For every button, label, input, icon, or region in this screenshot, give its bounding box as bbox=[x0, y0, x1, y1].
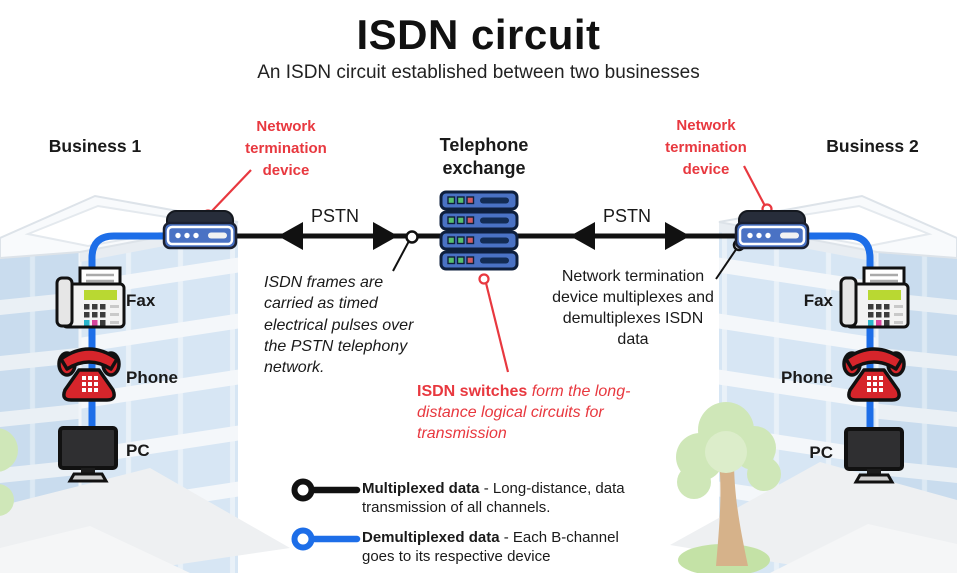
desktop-monitor-icon-left bbox=[58, 426, 118, 483]
legend-item-multiplexed: Multiplexed data - Long-distance, data t… bbox=[362, 479, 630, 517]
legend-item-demultiplexed: Demultiplexed data - Each B-channel goes… bbox=[362, 528, 650, 566]
tree-small-icon bbox=[0, 428, 18, 516]
fax-machine-icon-left bbox=[55, 266, 126, 329]
red-telephone-icon-right bbox=[842, 347, 906, 402]
network-termination-label-right: Network termination device bbox=[665, 117, 747, 178]
demultiplexed-cable-right bbox=[800, 232, 874, 432]
page-subtitle: An ISDN circuit established between two … bbox=[257, 62, 700, 83]
frames-callout-line bbox=[392, 230, 419, 272]
demultiplexed-legend-key-icon bbox=[291, 527, 361, 551]
fax-machine-icon-right bbox=[839, 266, 910, 329]
legend-description: - Long-distance, data transmission of al… bbox=[362, 480, 625, 517]
red-telephone-icon-left bbox=[57, 347, 121, 402]
isdn-frames-annotation: ISDN frames are carried as timed electri… bbox=[264, 274, 414, 377]
switches-callout-line bbox=[478, 273, 510, 373]
pavement-left bbox=[0, 468, 290, 573]
pstn-label-right: PSTN bbox=[602, 206, 651, 226]
multiplexed-line-right bbox=[512, 222, 742, 250]
phone-label-right: Phone bbox=[781, 368, 833, 387]
legend-term: Demultiplexed data bbox=[362, 529, 500, 546]
pc-label-right: PC bbox=[809, 443, 833, 462]
pc-label-left: PC bbox=[126, 441, 150, 460]
tree-icon bbox=[676, 402, 781, 573]
multiplexed-legend-key-icon bbox=[291, 478, 361, 502]
business-1-label: Business 1 bbox=[48, 136, 142, 156]
legend-description: - Each B-channel goes to its respective … bbox=[362, 529, 619, 566]
telephone-exchange-label: Telephone exchange bbox=[439, 135, 529, 179]
network-termination-modem-icon-left bbox=[162, 210, 238, 250]
legend-term: Multiplexed data bbox=[362, 480, 480, 497]
nt-function-annotation: Network termination device multiplexes a… bbox=[552, 268, 714, 349]
desktop-monitor-icon-right bbox=[844, 427, 904, 484]
telephone-exchange-server-rack-icon bbox=[439, 190, 519, 271]
page-title: ISDN circuit bbox=[356, 11, 601, 58]
business-2-label: Business 2 bbox=[826, 136, 919, 156]
network-termination-modem-icon-right bbox=[734, 210, 810, 250]
phone-label-left: Phone bbox=[126, 368, 178, 387]
isdn-switches-annotation: ISDN switches form the long-distance log… bbox=[417, 382, 635, 444]
fax-label-left: Fax bbox=[126, 291, 156, 310]
fax-label-right: Fax bbox=[803, 291, 833, 310]
demultiplexed-cable-left bbox=[88, 232, 174, 432]
isdn-switches-term: ISDN switches bbox=[417, 383, 528, 400]
isdn-switches-rest: form the long-distance logical circuits … bbox=[417, 383, 631, 442]
network-termination-label-left: Network termination device bbox=[245, 118, 327, 179]
pstn-label-left: PSTN bbox=[310, 206, 359, 226]
